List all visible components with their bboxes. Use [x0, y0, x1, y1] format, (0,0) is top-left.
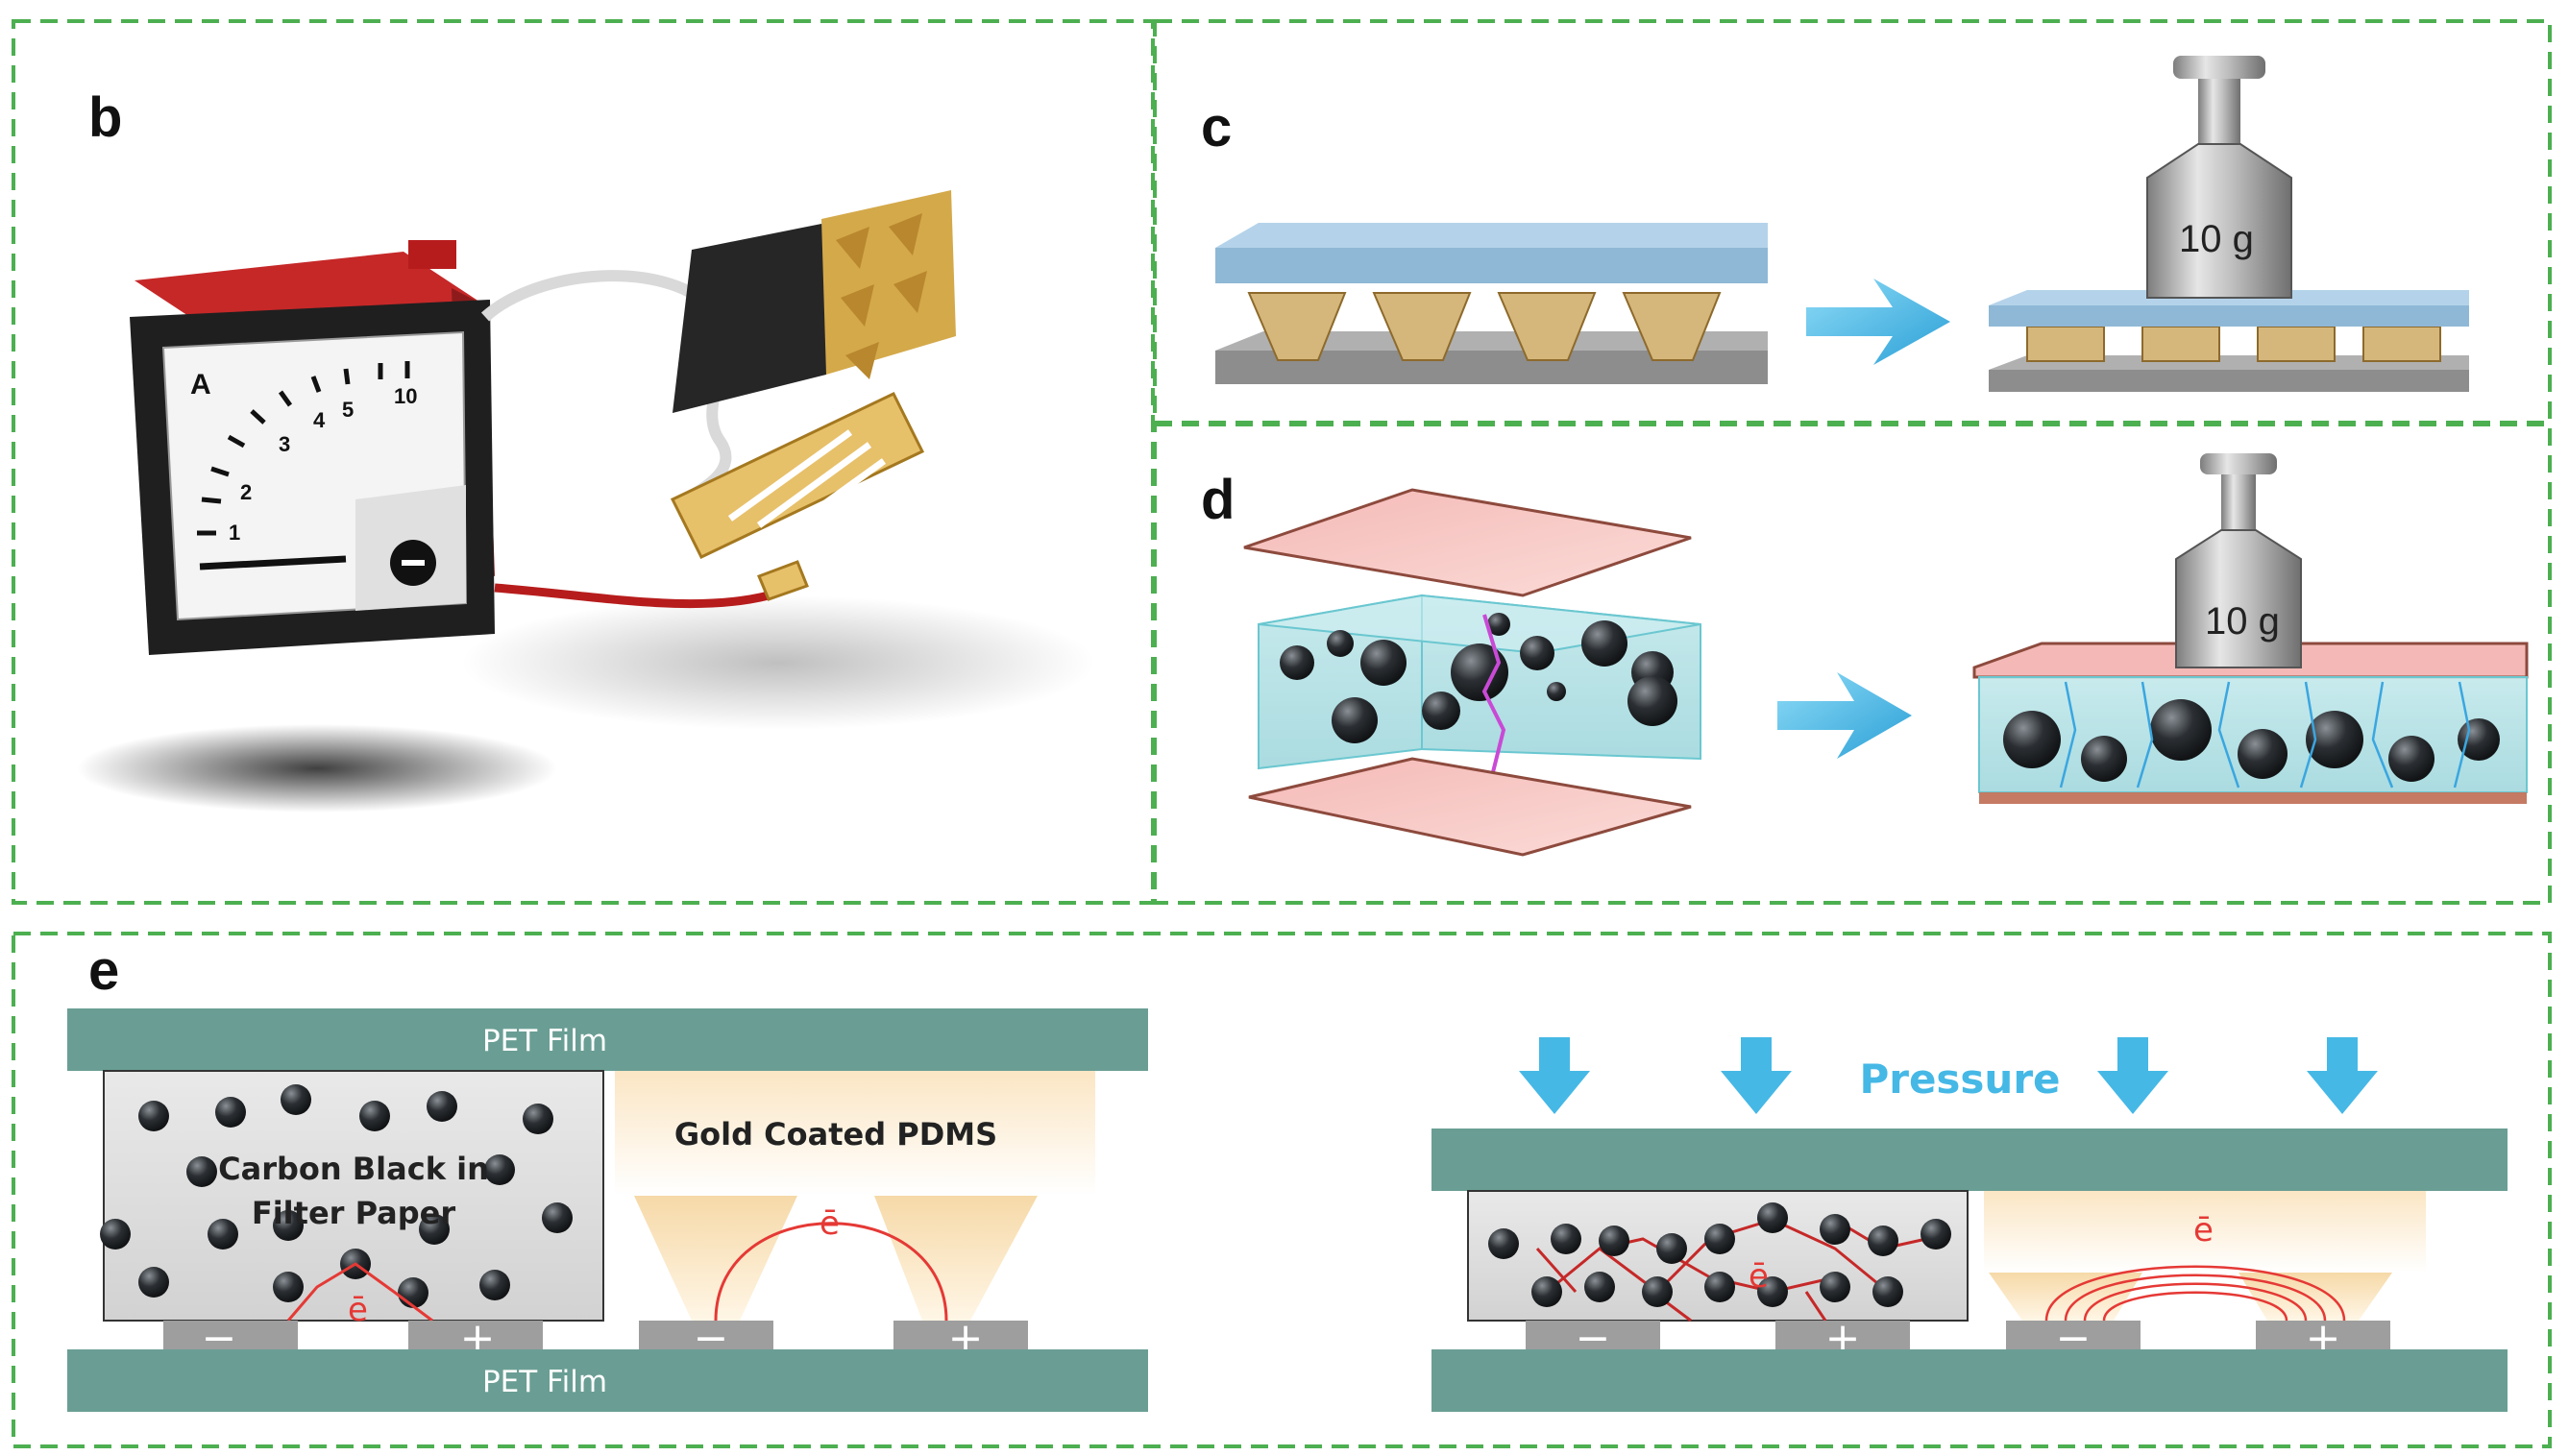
electrode-tab [757, 560, 809, 601]
electron-label-gold: ē [820, 1204, 840, 1243]
panel-d-compressed: 10 g [1972, 453, 2529, 804]
gold-pdms-label: Gold Coated PDMS [674, 1116, 997, 1153]
top-copper-plate [1243, 488, 1692, 597]
gold-pyramids-squashed [2026, 326, 2441, 362]
electrode-plus-1 [408, 1321, 543, 1349]
top-plate-blue-top [1215, 223, 1768, 248]
electrode-plus-3 [1775, 1321, 1910, 1349]
weight-knob [2173, 56, 2265, 79]
compressed-particles [2003, 699, 2500, 782]
dial-number-3: 3 [279, 432, 290, 456]
carbon-label-line1: Carbon Black in [218, 1151, 489, 1187]
weight-label-c: 10 g [2179, 218, 2254, 260]
electrode-minus-2 [639, 1321, 773, 1349]
gold-pdms-box [615, 1071, 1095, 1196]
composite-particles [1280, 613, 1677, 743]
pressure-arrows [1519, 1037, 2378, 1114]
panel-e-left-scheme: PET Film Carbon Black in Filter Paper ē … [67, 1008, 1148, 1412]
red-wire [494, 571, 797, 609]
weight-knob-d [2200, 453, 2277, 474]
sensor-shadow [461, 595, 1095, 730]
pet-film-bottom-pressed [1431, 1349, 2508, 1412]
gold-cone-left-pressed [1989, 1273, 2142, 1321]
electron-path-paper [286, 1262, 433, 1323]
conductive-spark [1481, 614, 1506, 789]
electrode-minus-4 [2006, 1321, 2141, 1349]
electron-label-paper: ē [348, 1291, 368, 1329]
dial-unit-label: A [190, 369, 211, 400]
ammeter-illustration: A 1 2 3 4 5 10 [77, 190, 1095, 813]
gold-pyramid-film [821, 190, 956, 375]
dial-needle [199, 555, 347, 570]
dial-ticks [197, 361, 410, 536]
gold-pyramids [836, 213, 927, 379]
panel-d-border [1153, 423, 2552, 905]
bottom-substrate-top [1215, 331, 1768, 351]
conductive-paths-blue [2059, 681, 2471, 789]
top-plate-blue-2 [1989, 305, 2469, 327]
dial-number-10: 10 [394, 384, 417, 408]
panel-c-border [1153, 19, 2552, 425]
pet-film-bottom-label: PET Film [482, 1365, 607, 1399]
panel-d-letter: d [1201, 469, 1235, 531]
gold-pdms-box-pressed [1984, 1191, 2426, 1273]
carbon-particles-left [100, 1084, 573, 1308]
weight-neck-d [2221, 474, 2256, 532]
electron-path-gold [714, 1222, 948, 1322]
panel-e-border [12, 932, 2552, 1448]
weight-label-d: 10 g [2205, 600, 2280, 643]
compressed-bottom-plate [1979, 792, 2527, 804]
pet-film-top [67, 1008, 1148, 1071]
panel-c-compressed: 10 g [1989, 56, 2469, 392]
weight-body-d [2175, 529, 2302, 668]
electrode-minus-3 [1526, 1321, 1660, 1349]
panel-c-uncompressed [1215, 223, 1768, 384]
pressure-arrow-1 [1519, 1037, 1590, 1114]
bottom-substrate [1215, 351, 1768, 384]
electrode-minus-1 [163, 1321, 298, 1349]
electron-label-pressed-paper: ē [1749, 1257, 1769, 1296]
electron-label-pressed-gold: ē [2193, 1211, 2214, 1250]
top-plate-blue [1215, 248, 1768, 283]
panel-c-arrow [1806, 279, 1950, 365]
panel-d-arrow [1777, 672, 1912, 759]
gold-pyramids-tall [1247, 292, 1722, 361]
electron-paths-gold-pressed [2044, 1265, 2346, 1322]
gold-cone-left [634, 1196, 797, 1321]
dial-number-4: 4 [313, 408, 326, 432]
electrode-plus-4 [2256, 1321, 2390, 1349]
weight-body [2146, 143, 2292, 299]
panel-e-right-scheme: Pressure ē ē − + − + [1431, 1037, 2508, 1412]
pet-film-bottom [67, 1349, 1148, 1412]
electrode-fingers [727, 429, 901, 537]
panel-b-letter: b [88, 86, 122, 149]
gold-cone-right [874, 1196, 1038, 1321]
panel-c-letter: c [1201, 96, 1232, 158]
dial-number-1: 1 [229, 521, 240, 545]
ammeter-tab [408, 240, 456, 269]
carbon-label-line2: Filter Paper [252, 1195, 456, 1231]
bottom-substrate-2-top [1989, 355, 2469, 370]
bottom-substrate-2 [1989, 370, 2469, 392]
ammeter-shadow [77, 724, 557, 813]
dial-number-2: 2 [240, 480, 252, 504]
weight-neck [2198, 79, 2240, 146]
carbon-fabric [673, 221, 836, 413]
pressure-label: Pressure [1859, 1056, 2060, 1103]
carbon-particles-pressed [1488, 1202, 1951, 1307]
panel-b-border [12, 19, 1155, 905]
panel-e-letter: e [88, 939, 119, 1002]
pressure-arrow-4 [2307, 1037, 2378, 1114]
pressure-arrow-2 [1721, 1037, 1792, 1114]
minus-terminal-symbol [402, 560, 425, 566]
panel-d-uncompressed [1243, 488, 1701, 857]
pet-film-top-label: PET Film [482, 1024, 607, 1058]
electrode-plus-2 [893, 1321, 1028, 1349]
bottom-copper-plate [1248, 757, 1692, 857]
pressure-arrow-3 [2097, 1037, 2168, 1114]
panel-borders [12, 19, 2552, 1448]
dial-number-5: 5 [342, 398, 354, 422]
pet-film-top-pressed [1431, 1128, 2508, 1191]
